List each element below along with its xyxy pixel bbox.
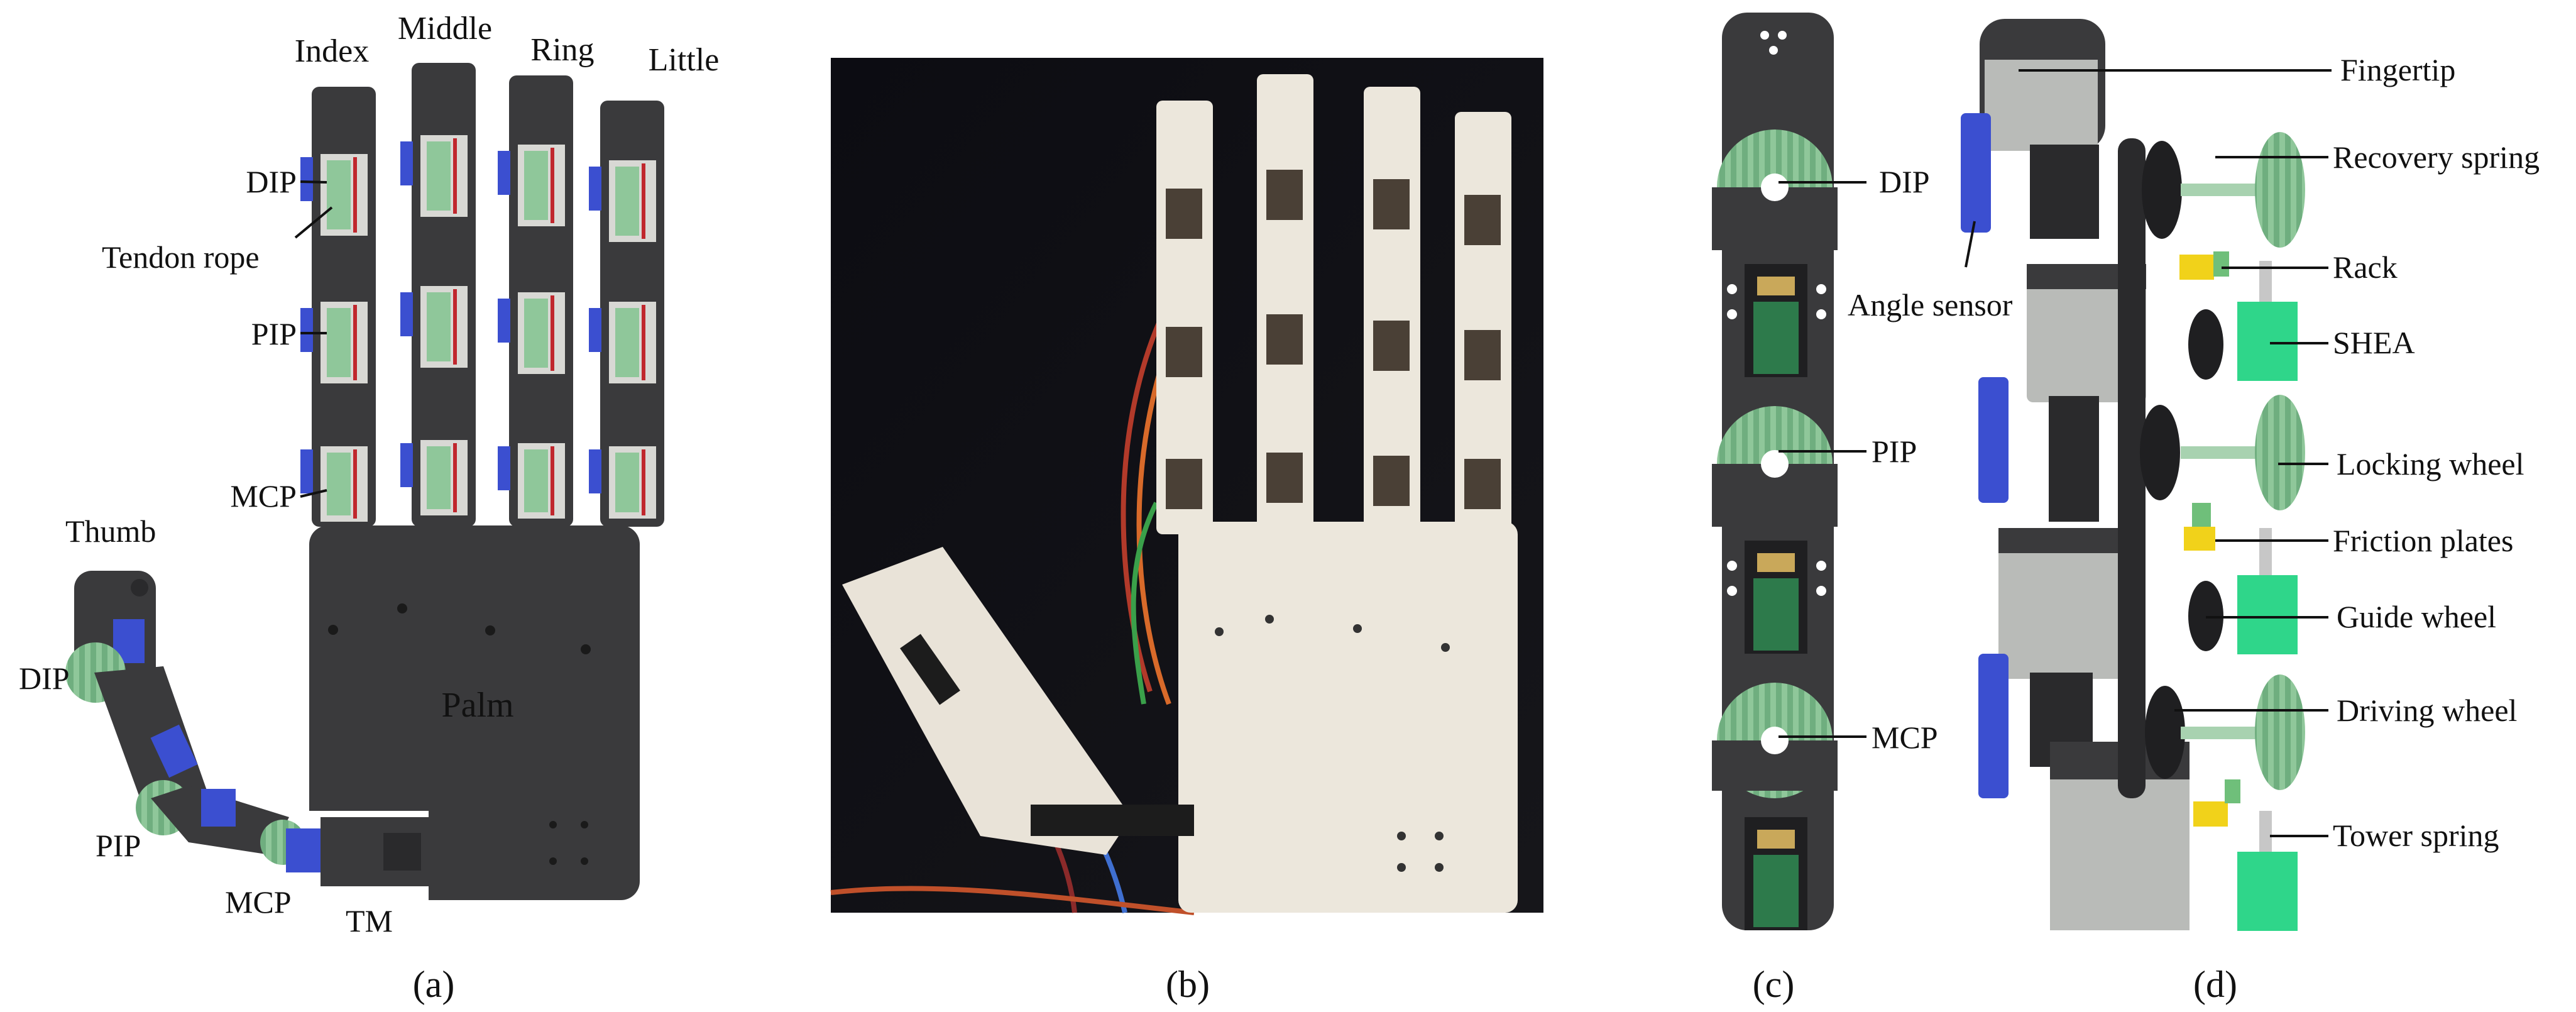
label-ring: Ring [530, 32, 594, 68]
label-d-guide-wheel: Guide wheel [2337, 599, 2496, 634]
panel-a-cad-hand: Index Middle Ring Little DIP Tendon rope… [19, 11, 719, 1005]
label-c-mcp: MCP [1872, 720, 1938, 755]
label-pip-finger: PIP [251, 316, 297, 351]
caption-d: (d) [2193, 964, 2237, 1005]
label-d-tower-spring: Tower spring [2333, 818, 2499, 853]
caption-a: (a) [413, 964, 455, 1005]
finger-ring [498, 75, 573, 527]
label-little: Little [649, 42, 720, 78]
label-tendon-rope: Tendon rope [102, 239, 260, 275]
panel-d-exploded: Fingertip Recovery spring Rack SHEA Lock… [1848, 19, 2540, 1005]
label-d-rack: Rack [2333, 250, 2398, 285]
photo-palm [1178, 522, 1518, 913]
panel-c-finger-side: DIP PIP MCP (c) [1712, 13, 1938, 1005]
label-d-friction-plates: Friction plates [2333, 523, 2513, 558]
caption-c: (c) [1753, 964, 1795, 1005]
label-d-recovery-spring: Recovery spring [2333, 140, 2540, 175]
label-middle: Middle [398, 11, 492, 47]
caption-b: (b) [1166, 964, 1210, 1005]
label-palm: Palm [441, 686, 513, 725]
label-d-shea: SHEA [2333, 325, 2415, 360]
label-dip-finger: DIP [246, 164, 297, 199]
label-mcp-thumb: MCP [225, 884, 292, 920]
label-pip-thumb: PIP [96, 828, 141, 863]
label-d-driving-wheel: Driving wheel [2337, 693, 2517, 728]
label-c-pip: PIP [1872, 434, 1917, 469]
label-tm: TM [346, 903, 393, 938]
finger-index [300, 87, 376, 527]
label-mcp-finger: MCP [230, 478, 297, 514]
label-c-dip: DIP [1879, 164, 1930, 199]
finger-middle [400, 63, 476, 527]
palm-plate [309, 525, 640, 900]
label-d-fingertip: Fingertip [2340, 52, 2455, 87]
finger-little [589, 101, 664, 527]
label-dip-thumb: DIP [19, 661, 70, 696]
label-d-angle-sensor: Angle sensor [1848, 287, 2013, 322]
label-thumb: Thumb [65, 514, 156, 549]
panel-b-photo: (b) [830, 58, 1543, 1005]
thumb-assembly [65, 571, 430, 886]
label-index: Index [295, 33, 369, 69]
label-d-locking-wheel: Locking wheel [2337, 446, 2524, 481]
shea-block [2237, 302, 2298, 381]
